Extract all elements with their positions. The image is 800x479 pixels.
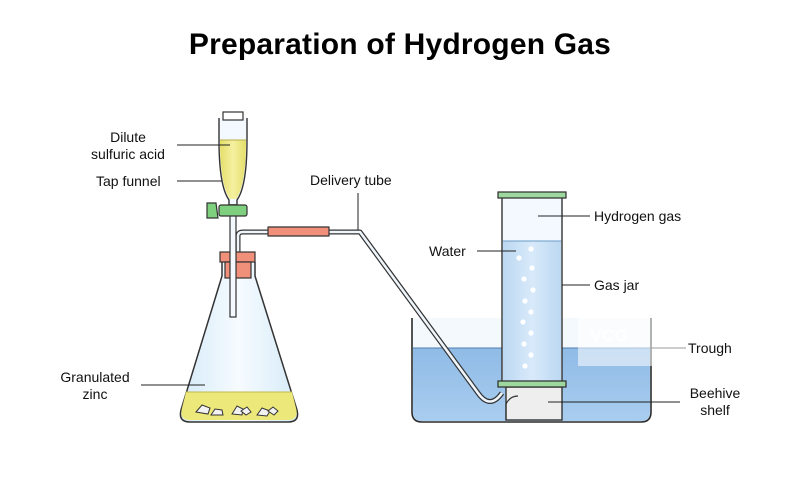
rubber-stopper — [224, 261, 252, 279]
gas-jar — [497, 191, 567, 388]
label-granulated-zinc: Granulated zinc — [60, 369, 130, 402]
watermark-text: VCG41N1267925806 — [655, 334, 751, 345]
rubber-connector — [267, 226, 330, 237]
tap-handle — [206, 202, 219, 219]
delivery-tube — [235, 226, 505, 404]
label-trough: Trough — [688, 340, 732, 356]
funnel-acid — [220, 140, 246, 199]
hydrogen-bubbles — [516, 246, 536, 369]
zinc-granules — [195, 404, 279, 417]
watermark-band — [578, 302, 800, 366]
flask-acid — [181, 392, 297, 420]
watermark-logo: VCG — [590, 326, 629, 345]
tap-funnel — [206, 111, 248, 318]
label-tap-funnel: Tap funnel — [96, 173, 161, 189]
label-water: Water — [429, 243, 466, 259]
label-delivery-tube: Delivery tube — [310, 172, 392, 188]
tap-body — [218, 204, 248, 217]
gas-jar-base-rim — [497, 380, 567, 388]
page-title: Preparation of Hydrogen Gas — [188, 28, 612, 61]
label-hydrogen-gas: Hydrogen gas — [594, 208, 682, 224]
conical-flask — [179, 251, 299, 423]
beehive-shelf — [505, 386, 563, 421]
label-gas-jar: Gas jar — [594, 277, 640, 293]
gas-jar-cap — [497, 191, 567, 199]
label-dilute-acid: Dilute sulfuric acid — [91, 129, 165, 162]
rubber-stopper-top — [219, 251, 256, 263]
label-beehive-shelf: Beehive shelf — [689, 385, 741, 418]
